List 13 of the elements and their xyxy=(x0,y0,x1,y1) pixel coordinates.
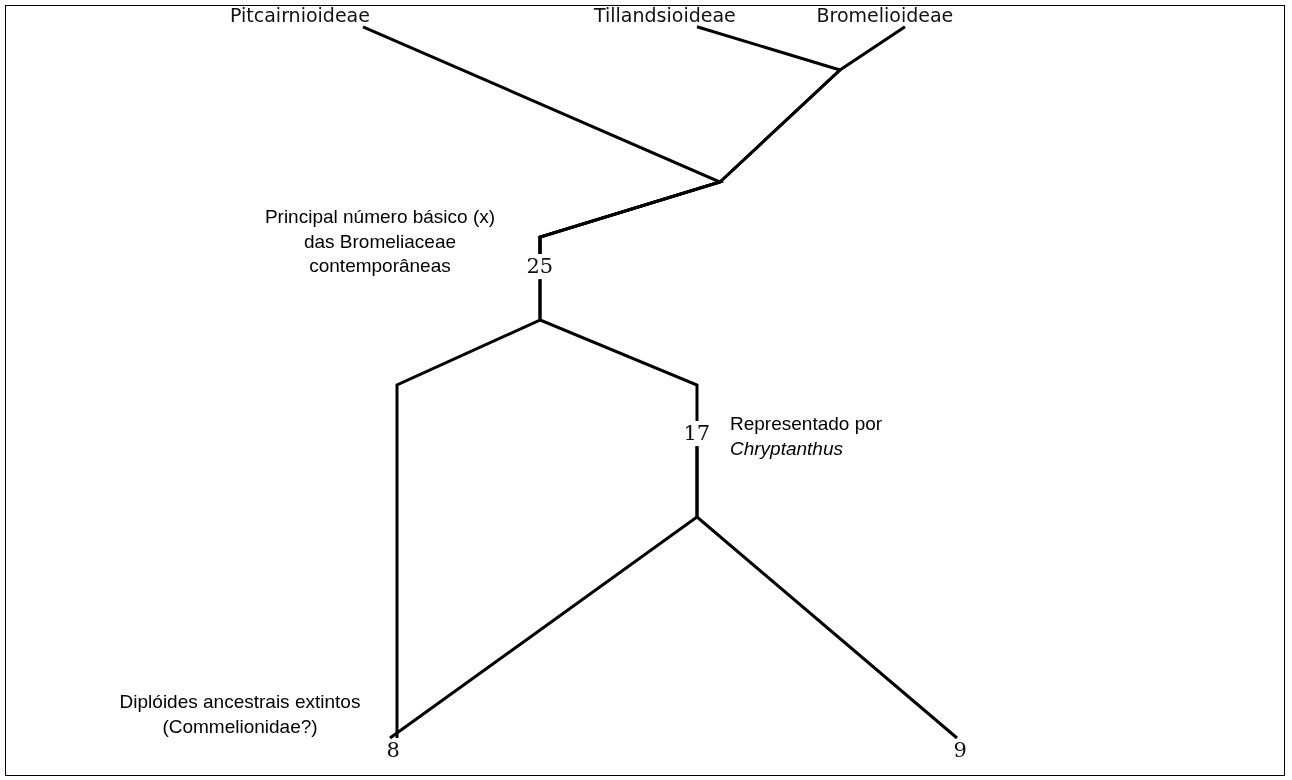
annotation-text: Diplóides ancestrais extintos (Commelionidae?) xyxy=(118,690,362,739)
annotation-text: Representado por Chryptanthus xyxy=(730,412,884,461)
taxon-label: Pitcairnioideae xyxy=(230,4,370,27)
chromosome-number: 8 xyxy=(386,738,400,764)
tree-branch xyxy=(695,446,958,740)
tree-branch xyxy=(538,25,906,254)
chromosome-number: 17 xyxy=(683,421,711,447)
taxon-label: Tillandsioideae xyxy=(594,4,736,27)
chromosome-number: 9 xyxy=(953,738,967,764)
tree-branch xyxy=(538,279,699,421)
taxon-label: Bromelioideae xyxy=(816,4,954,27)
annotation-text: Principal número básico (x) das Bromeliaceae contemporâneas xyxy=(263,205,497,279)
chromosome-number: 25 xyxy=(526,254,554,280)
